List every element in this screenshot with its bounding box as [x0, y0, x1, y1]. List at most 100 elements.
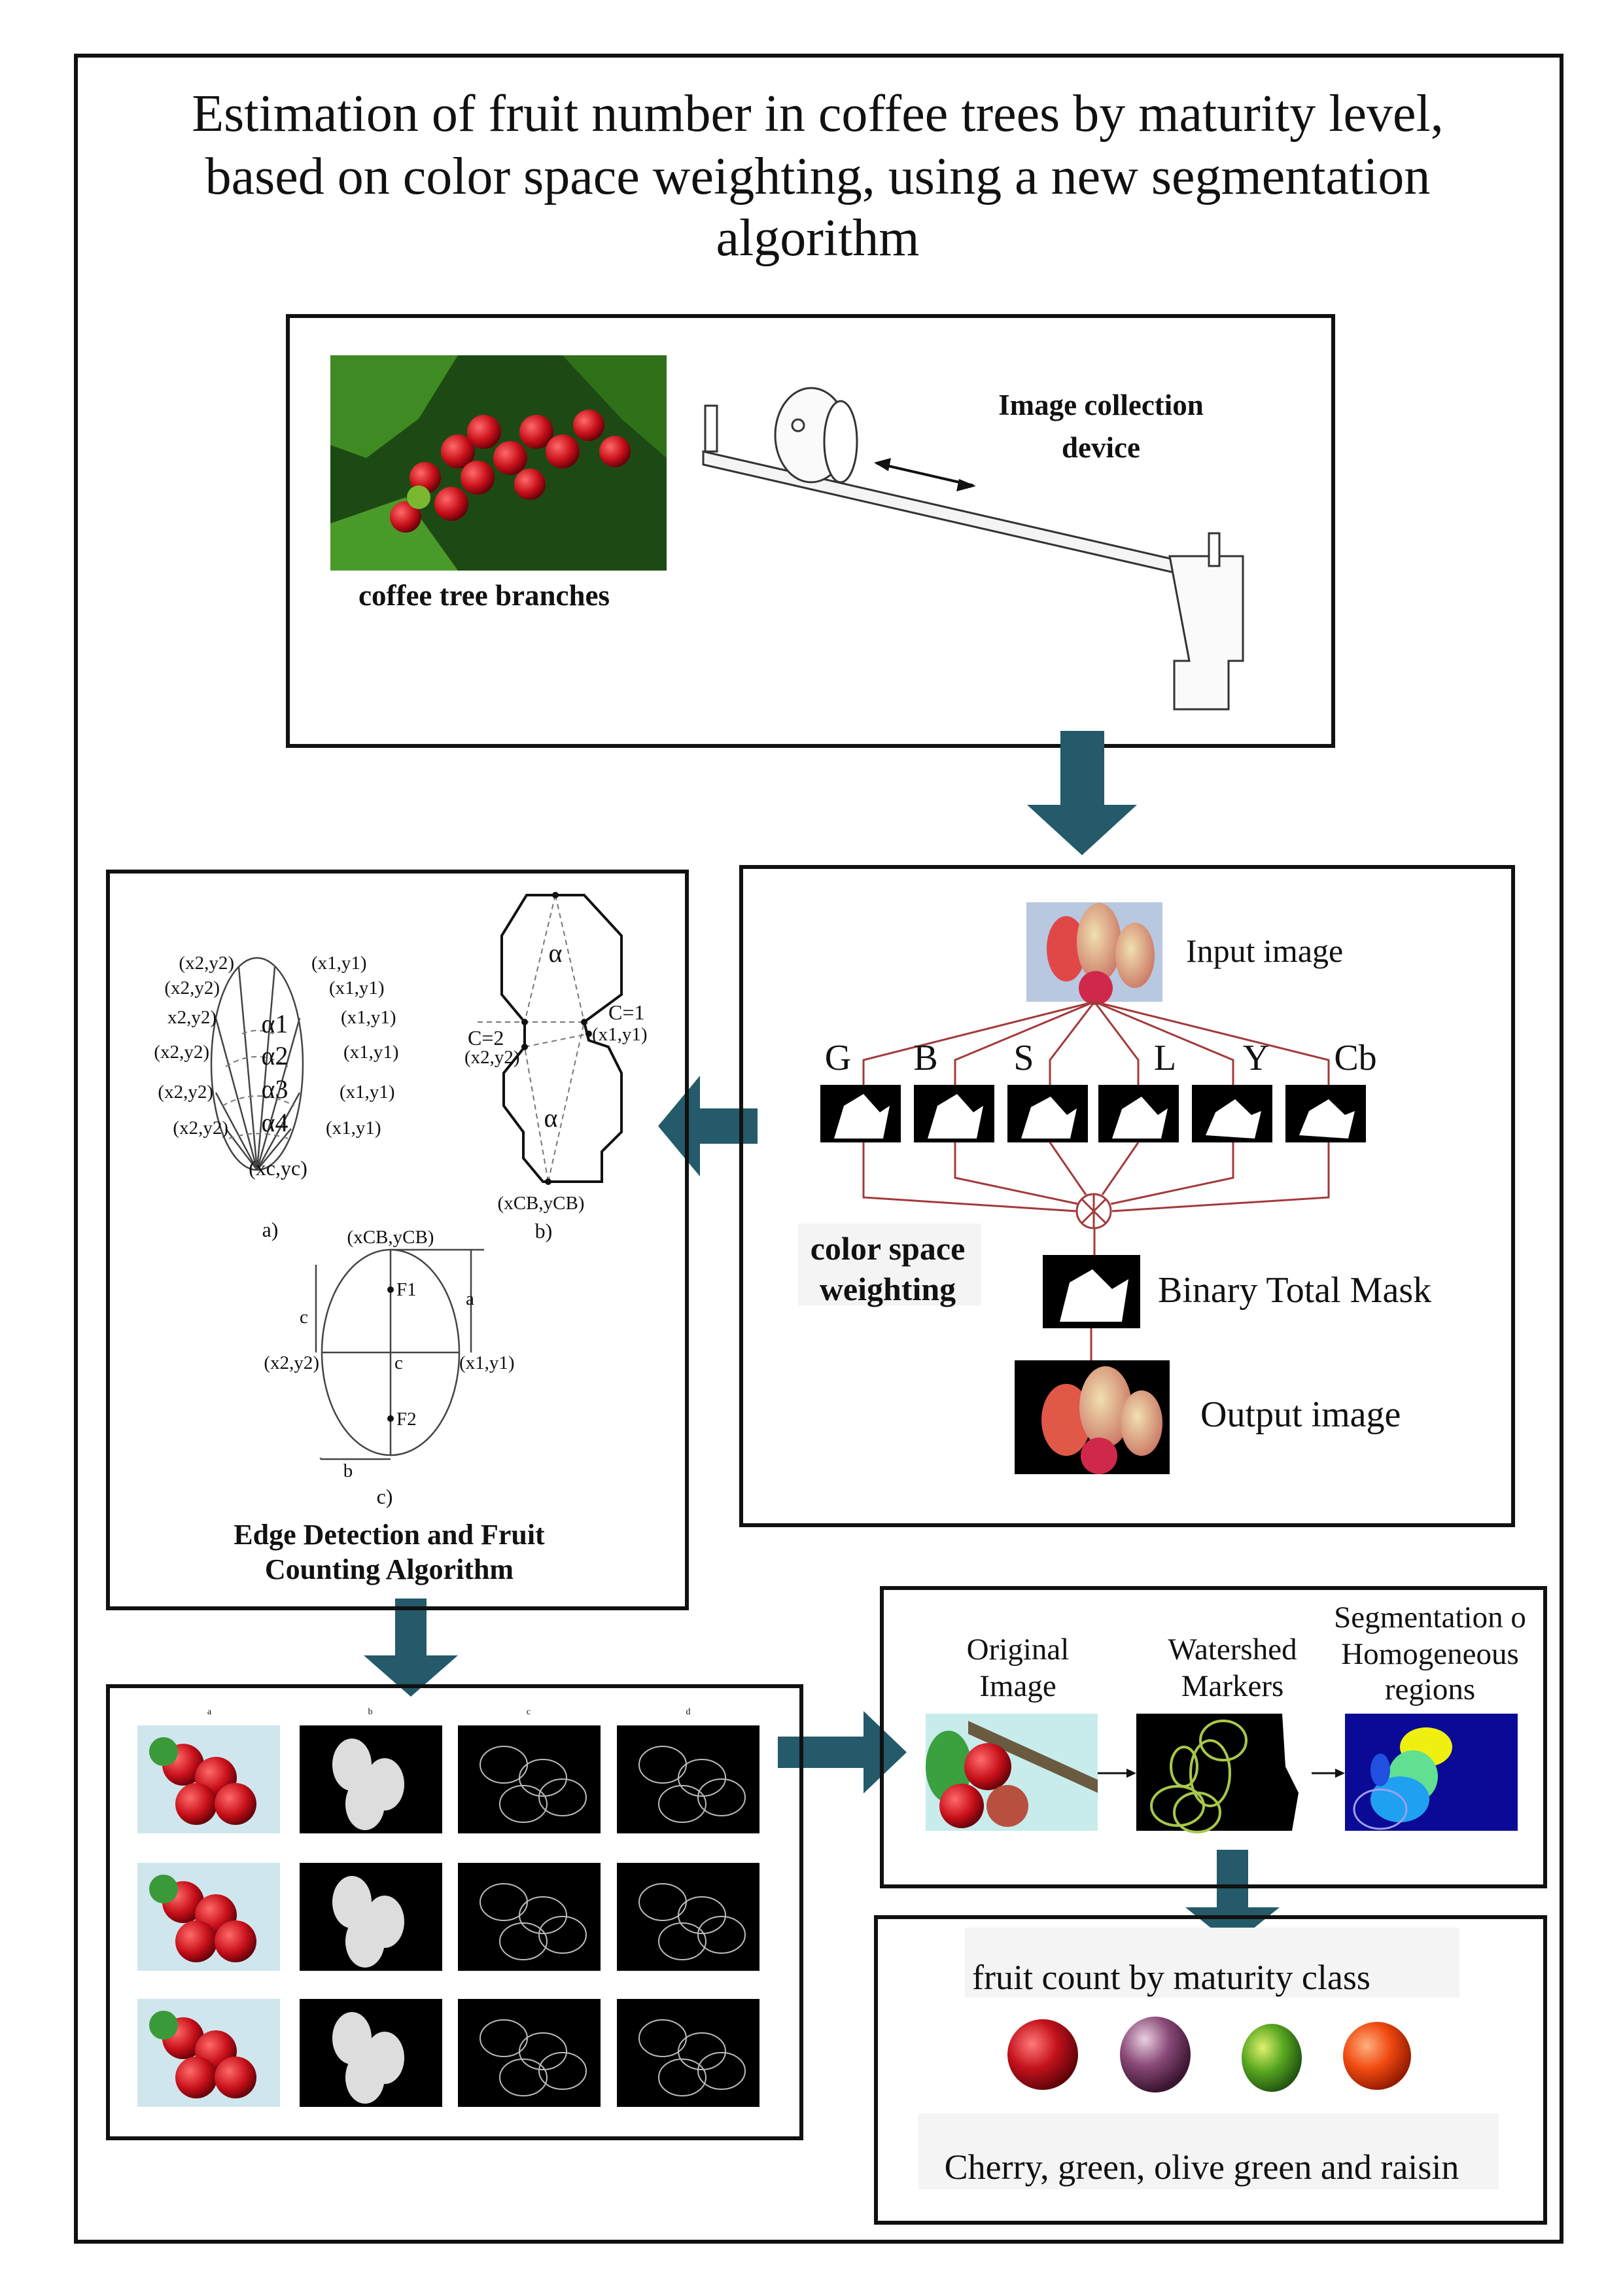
point-label: (x1,y1): [341, 1007, 396, 1028]
edge-thumbnail: [458, 1725, 601, 1833]
mask-blob: [345, 2051, 385, 2104]
column-label: b: [368, 1707, 373, 1717]
berry-shape: [215, 1920, 256, 1962]
point-label: (x2,y2): [264, 1352, 319, 1373]
leaf-shape: [149, 2011, 178, 2040]
contour-ellipse: [538, 2052, 587, 2090]
edge-thumbnail: [458, 1999, 601, 2107]
contour-ellipse: [658, 1922, 707, 1960]
contour-ellipse: [519, 1896, 567, 1934]
point-label: (x2,y2): [154, 1042, 209, 1063]
contour-ellipse: [678, 1896, 726, 1934]
contour-ellipse: [678, 1759, 726, 1797]
green-fruit-icon: [1242, 2024, 1302, 2092]
mask-b: [914, 1085, 994, 1142]
arrow-down-icon: [1185, 1850, 1280, 1945]
point-label: (x1,y1): [311, 953, 367, 974]
channel-label: L: [1154, 1038, 1176, 1078]
contour-ellipse: [697, 1778, 746, 1816]
focus-1-label: F1: [396, 1279, 417, 1300]
input-image-label: Input image: [1186, 932, 1343, 969]
channel-label: G: [825, 1038, 851, 1078]
panel-title: Edge Detection and Fruit: [234, 1519, 545, 1551]
contour-ellipse: [697, 2052, 746, 2090]
arrow-left-icon: [658, 1076, 758, 1176]
point-label: (x2,y2): [173, 1118, 228, 1139]
angle-label: α3: [262, 1074, 288, 1104]
ellipse-fit-thumbnail: [617, 1999, 759, 2107]
coffee-branch-photo: [330, 355, 667, 571]
arrow-right-icon: [778, 1711, 907, 1793]
center-label: (xc,yc): [249, 1156, 307, 1180]
berry-shape: [215, 1783, 256, 1825]
caption-a: a): [262, 1218, 279, 1241]
edge-detection-panel: (x2,y2) (x2,y2) x2,y2) (x2,y2) (x2,y2) (…: [106, 870, 689, 1610]
input-image: [1026, 902, 1162, 1005]
angle-label: α: [544, 1103, 558, 1133]
segmentation-label: Original: [967, 1633, 1070, 1667]
column-label: c: [527, 1707, 531, 1717]
panel-title: Counting Algorithm: [265, 1553, 514, 1585]
contour-ellipse: [538, 1916, 587, 1954]
caption-c: c): [377, 1485, 393, 1508]
channel-label: Cb: [1334, 1038, 1376, 1078]
device-label: Image collection: [998, 389, 1204, 421]
channel-label: Y: [1243, 1038, 1269, 1078]
result-images: [137, 1725, 759, 2107]
focus-2-label: F2: [396, 1409, 417, 1430]
contour-ellipse: [499, 1785, 548, 1823]
contour-ellipse: [499, 2058, 548, 2096]
leaf-shape: [149, 1875, 178, 1903]
diagram-a: (x2,y2) (x2,y2) x2,y2) (x2,y2) (x2,y2) (…: [154, 953, 398, 1241]
point-label: (x2,y2): [164, 978, 220, 998]
point-label: (x1,y1): [326, 1118, 381, 1139]
leaf-shape: [149, 1737, 178, 1766]
mask-blob: [345, 1778, 385, 1830]
olive-green-fruit-icon: [1343, 2022, 1411, 2090]
cherry-fruit-icon: [1007, 2019, 1078, 2090]
angle-label: α2: [262, 1041, 288, 1070]
contour-ellipse: [519, 1759, 567, 1797]
title-line: algorithm: [716, 209, 919, 267]
column-label: a: [207, 1707, 212, 1717]
title-line: based on color space weighting, using a …: [205, 148, 1431, 205]
segmentation-label: Image: [979, 1669, 1056, 1703]
mask-y: [1192, 1085, 1272, 1142]
top-label: (xCB,yCB): [347, 1227, 434, 1248]
maturity-classes-caption: Cherry, green, olive green and raisin: [945, 2147, 1459, 2187]
channel-label: S: [1013, 1038, 1034, 1078]
arrow-down-icon: [364, 1598, 458, 1697]
a-label: a: [466, 1288, 474, 1309]
homogeneous-regions-image: [1345, 1714, 1518, 1831]
ellipse-fit-thumbnail: [617, 1863, 759, 1971]
title: Estimation of fruit number in coffee tre…: [192, 85, 1444, 267]
image-collection-device-drawing: [702, 387, 1244, 711]
berry-shape: [175, 1783, 217, 1825]
c2-label: C=2: [468, 1026, 504, 1050]
c-label: c: [300, 1307, 308, 1328]
mask-cb: [1285, 1085, 1366, 1142]
berry-shape: [175, 2057, 217, 2098]
side-label: color space: [811, 1230, 966, 1267]
watershed-markers-image: [1136, 1714, 1312, 1833]
contour-ellipse: [499, 1922, 548, 1960]
contour-ellipse: [697, 1916, 746, 1954]
contour-ellipse: [658, 1785, 707, 1823]
point-label: (x1,y1): [340, 1082, 395, 1103]
mask-l: [1098, 1085, 1179, 1142]
channel-masks: [820, 1085, 1366, 1142]
c-label: c: [394, 1352, 403, 1373]
arrow-down-icon: [1027, 731, 1137, 855]
mask-label: Binary Total Mask: [1158, 1270, 1431, 1311]
diagram-c: (xCB,yCB) F1 F2 a c c (x2,y2) (x1,y1) b …: [264, 1227, 514, 1508]
berry-shape: [175, 1920, 217, 1962]
mask-g: [820, 1085, 901, 1142]
point-label: (x2,y2): [464, 1047, 520, 1068]
original-image: [926, 1714, 1098, 1831]
point-label: (x2,y2): [158, 1082, 213, 1103]
mask-blob: [332, 2012, 372, 2064]
mask-blob: [345, 1915, 385, 1968]
mask-s: [1007, 1085, 1088, 1142]
column-label: d: [686, 1707, 691, 1717]
